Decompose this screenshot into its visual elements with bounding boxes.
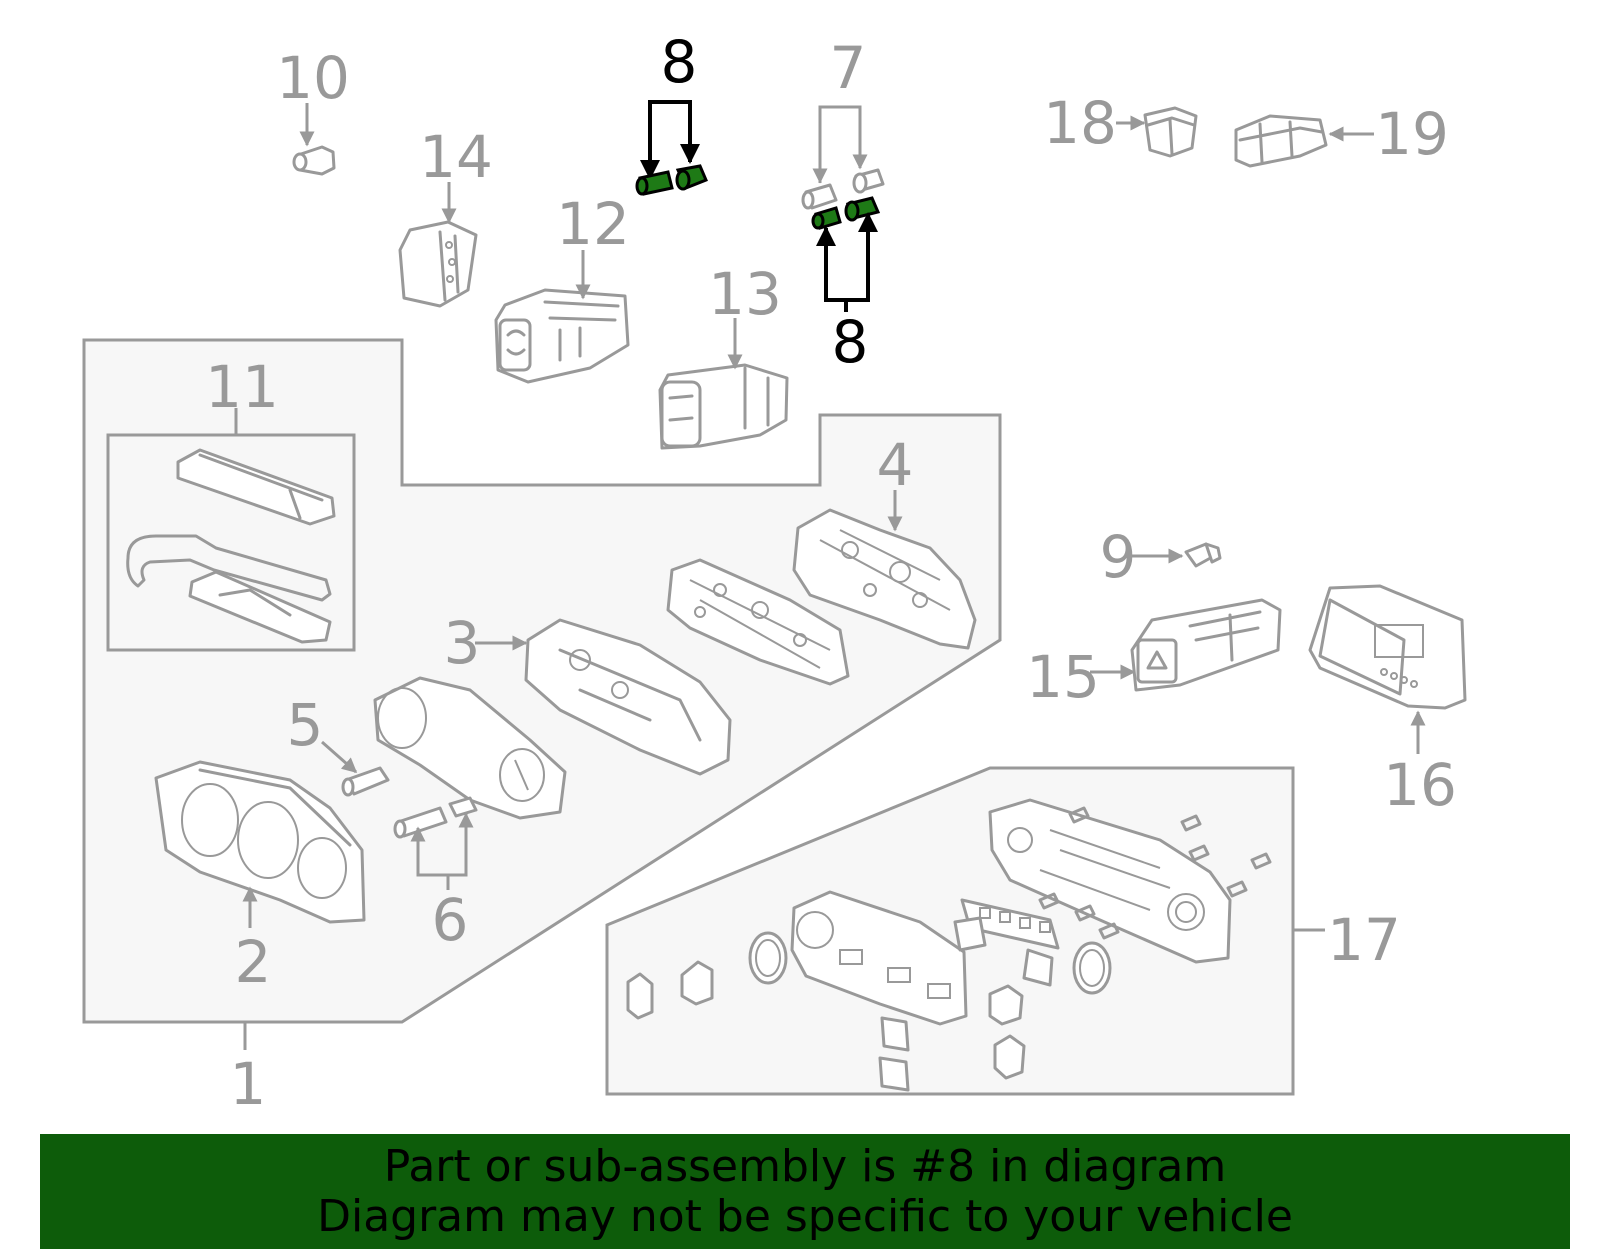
part-8-bulbs-top <box>635 100 708 196</box>
part-8-bulbs-lower <box>811 196 881 312</box>
banner-line-2: Diagram may not be specific to your vehi… <box>317 1191 1293 1242</box>
callout-10: 10 <box>276 44 350 112</box>
banner-line-1: Part or sub-assembly is #8 in diagram <box>383 1141 1227 1192</box>
callout-9: 9 <box>1100 523 1137 591</box>
part-11-parts <box>126 448 336 644</box>
part-3-housing <box>475 618 732 776</box>
part-6-bulbs <box>393 796 478 890</box>
callout-17: 17 <box>1327 906 1401 974</box>
subassembly-11-box <box>106 433 356 652</box>
part-17-parts <box>626 798 1272 1092</box>
callout-1: 1 <box>230 1050 267 1118</box>
part-16-bezel <box>1308 584 1467 754</box>
callout-14: 14 <box>419 123 493 191</box>
part-15-panel <box>1090 598 1282 692</box>
callout-2: 2 <box>235 928 272 996</box>
cluster-board-middle <box>666 558 850 686</box>
callout-12: 12 <box>556 190 630 258</box>
part-9-screw <box>1132 542 1222 568</box>
callout-7: 7 <box>830 34 867 102</box>
info-banner: Part or sub-assembly is #8 in diagram Di… <box>40 1134 1570 1249</box>
cluster-face-plate <box>373 676 567 820</box>
part-7-bulbs <box>801 105 885 210</box>
callout-5: 5 <box>287 691 324 759</box>
callout-6: 6 <box>432 886 469 954</box>
callout-15: 15 <box>1026 643 1100 711</box>
part-18-switch <box>1116 106 1198 158</box>
parts-diagram: 1 2 3 4 5 6 7 8 8 9 10 11 12 13 14 15 16… <box>82 28 1467 1118</box>
callout-19: 19 <box>1375 100 1449 168</box>
part-2-meter <box>154 760 366 928</box>
callout-11: 11 <box>205 353 279 421</box>
part-12-switch <box>494 250 630 384</box>
callout-13: 13 <box>708 260 782 328</box>
part-5-bulb <box>321 740 390 797</box>
callout-8-lower: 8 <box>832 308 869 376</box>
callout-4: 4 <box>877 431 914 499</box>
callout-16: 16 <box>1383 751 1457 819</box>
part-19-switch <box>1234 114 1374 168</box>
callout-3: 3 <box>444 609 481 677</box>
part-13-switch <box>658 318 789 450</box>
callout-8-top: 8 <box>661 28 698 96</box>
part-14-switch <box>398 182 478 308</box>
part-4-board <box>792 490 977 650</box>
callout-18: 18 <box>1043 89 1117 157</box>
part-10-socket <box>292 103 336 176</box>
